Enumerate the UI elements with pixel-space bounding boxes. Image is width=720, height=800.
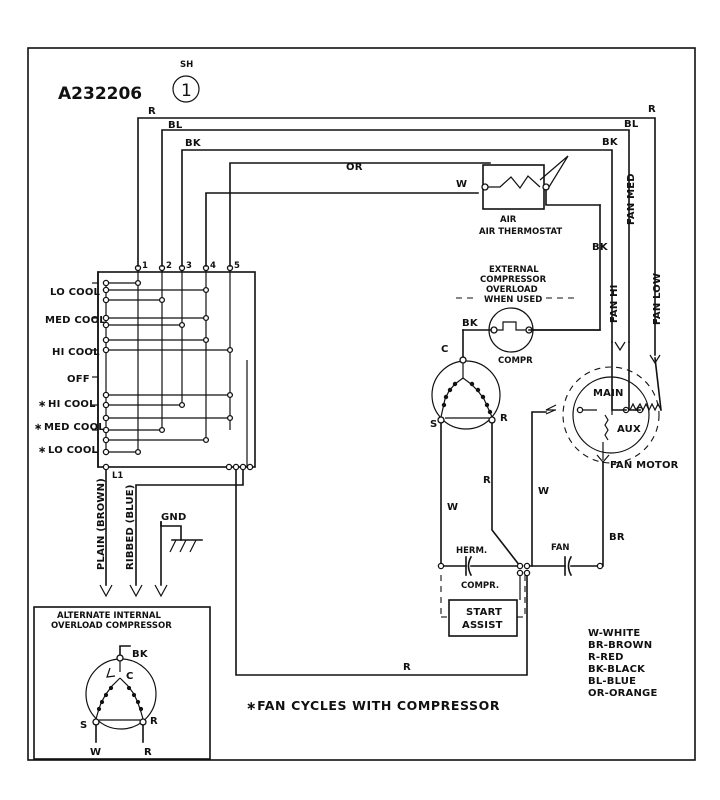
compressor-terminal-r: R	[500, 413, 508, 424]
position-label-hi-cool-cycle: HI COOL	[48, 399, 96, 410]
wire-label-w-fan: W	[538, 486, 549, 497]
color-legend: W-WHITE BR-BROWN R-RED BK-BLACK BL-BLUE …	[588, 628, 658, 699]
wire-label-br: BR	[609, 532, 625, 543]
position-label-hi-cool: HI COOL	[52, 347, 100, 358]
fan-motor-main: MAIN	[593, 388, 624, 399]
wire-label-fan-med: FAN MED	[626, 173, 637, 225]
fan-motor	[545, 366, 662, 464]
diagram-frame	[27, 47, 696, 761]
legend-black: BK-BLACK	[588, 664, 646, 675]
thermostat-label: AIR THERMOSTAT	[479, 227, 562, 237]
switch-body	[97, 271, 256, 468]
sheet-circle	[172, 75, 200, 103]
wire-label-bk-thermostat: BK	[592, 242, 609, 253]
sheet-superscript: SH	[180, 60, 193, 70]
terminal-label-3: 3	[186, 261, 192, 271]
cord-ribbed-label: RIBBED (BLUE)	[125, 484, 136, 570]
wire-label-fan-low: FAN LOW	[652, 273, 663, 325]
position-label-lo-cool-cycle: LO COOL	[48, 445, 99, 456]
alternate-s-label: S	[80, 720, 87, 731]
alternate-bk-label: BK	[132, 649, 149, 660]
overload-label-line-1: EXTERNAL	[489, 265, 539, 275]
legend-red: R-RED	[588, 652, 624, 663]
wire-label-r-right: R	[648, 104, 656, 115]
compr-label: COMPR.	[461, 581, 499, 591]
wire-label-w-herm: W	[447, 502, 458, 513]
thermostat-label-1: AIR	[500, 215, 517, 225]
fan-cycle-marker-2: ∗	[34, 422, 43, 433]
wire-label-bk-top: BK	[185, 138, 202, 149]
top-wire-runs	[137, 117, 656, 356]
position-label-off: OFF	[67, 374, 90, 385]
wire-label-r-bottom: R	[403, 662, 411, 673]
wire-label-bl-top: BL	[168, 120, 183, 131]
switch-terminal-l1	[102, 463, 110, 471]
position-label-med-cool-cycle: MED COOL	[44, 422, 105, 433]
legend-orange: OR-ORANGE	[588, 688, 658, 699]
overload-label-line-2: COMPRESSOR	[480, 275, 547, 285]
overload-label-line-4: WHEN USED	[484, 295, 542, 305]
legend-blue: BL-BLUE	[588, 676, 636, 687]
fan-cycle-marker-3: ∗	[38, 445, 47, 456]
alternate-r-wire-label: R	[144, 747, 152, 758]
overload-compr-label: COMPR	[498, 356, 533, 366]
sheet-number: 1	[181, 81, 192, 101]
compressor-terminal-c: C	[441, 344, 449, 355]
wire-label-w-thermostat: W	[456, 179, 467, 190]
start-assist-line-1: START	[466, 607, 502, 618]
model-number: A232206	[58, 84, 142, 104]
fan-cycle-marker-1: ∗	[38, 399, 47, 410]
wire-label-fan-hi: FAN HI	[609, 284, 620, 323]
fan-motor-label: FAN MOTOR	[610, 460, 679, 471]
run-capacitor	[437, 555, 604, 577]
overload-label-line-3: OVERLOAD	[486, 285, 538, 295]
external-overload	[488, 307, 534, 353]
wire-label-bk-overload: BK	[462, 318, 479, 329]
herm-label: HERM.	[456, 546, 487, 556]
terminal-label-4: 4	[210, 261, 216, 271]
alternate-overload-box	[33, 606, 211, 760]
terminal-label-2: 2	[166, 261, 172, 271]
compressor	[431, 329, 501, 430]
alternate-title-line-1: ALTERNATE INTERNAL	[57, 611, 161, 621]
position-label-med-cool: MED COOL	[45, 315, 106, 326]
legend-brown: BR-BROWN	[588, 640, 652, 651]
fan-capacitor-label: FAN	[551, 543, 570, 553]
wire-label-or: OR	[346, 162, 363, 173]
wire-label-bk-right: BK	[602, 137, 619, 148]
alternate-title-line-2: OVERLOAD COMPRESSOR	[51, 621, 172, 631]
terminal-label-1: 1	[142, 261, 148, 271]
ground-symbol	[160, 521, 203, 553]
terminal-label-l1: L1	[112, 471, 123, 481]
alternate-compressor	[85, 645, 157, 743]
footnote: ∗FAN CYCLES WITH COMPRESSOR	[246, 698, 500, 713]
terminal-label-5: 5	[234, 261, 240, 271]
compressor-terminal-s: S	[430, 419, 437, 430]
wire-label-r-top: R	[148, 106, 156, 117]
position-label-lo-cool: LO COOL	[50, 287, 101, 298]
cord-plain-label: PLAIN (BROWN)	[96, 478, 107, 570]
legend-white: W-WHITE	[588, 628, 640, 639]
selector-switch: 1 2 3 4 5	[97, 261, 256, 481]
start-assist-line-2: ASSIST	[462, 620, 503, 631]
fan-motor-aux: AUX	[617, 424, 641, 435]
gnd-label: GND	[161, 512, 186, 523]
alternate-w-wire-label: W	[90, 747, 101, 758]
alternate-c-label: C	[126, 671, 134, 682]
start-assist	[440, 575, 526, 637]
wire-label-r-compressor: R	[483, 475, 491, 486]
wire-label-bl-right: BL	[624, 119, 639, 130]
alternate-r-label: R	[150, 716, 158, 727]
